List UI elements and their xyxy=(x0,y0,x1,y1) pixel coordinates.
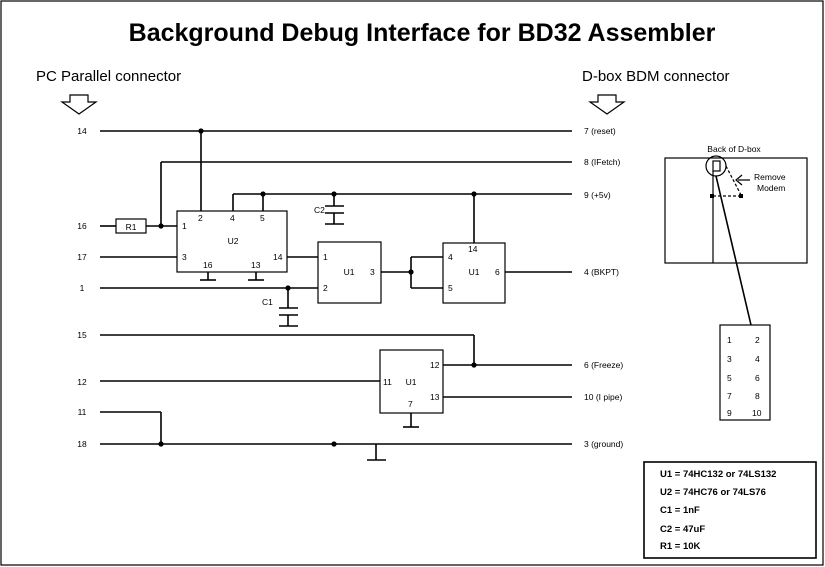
u1b-pin-label: 4 xyxy=(448,252,453,262)
connector-pin-label: 6 xyxy=(755,373,760,383)
u2-pin-label: 4 xyxy=(230,213,235,223)
right-pin-label: 3 (ground) xyxy=(584,439,623,449)
u1c-pin-label: 7 xyxy=(408,399,413,409)
left-header: PC Parallel connector xyxy=(36,68,181,85)
bdm-connector: 1 2 3 4 5 6 7 8 9 10 xyxy=(719,324,771,421)
dbox-caption: Back of D-box xyxy=(707,144,761,154)
u1c-pin-label: 11 xyxy=(383,377,392,387)
legend-entry: U2 = 74HC76 or 74LS76 xyxy=(660,487,766,498)
u1a-pin-label: 1 xyxy=(323,252,328,262)
connector-pin-label: 3 xyxy=(727,354,732,364)
u2-pin-label: 5 xyxy=(260,213,265,223)
r1-label: R1 xyxy=(126,222,137,232)
right-pin-label: 4 (BKPT) xyxy=(584,267,619,277)
right-pin-label: 7 (reset) xyxy=(584,126,616,136)
left-pin-label: 17 xyxy=(77,252,87,262)
right-pin-labels: 7 (reset) 8 (IFetch) 9 (+5v) 4 (BKPT) 6 … xyxy=(584,126,623,449)
connector-pin-label: 4 xyxy=(755,354,760,364)
connector-pin-label: 2 xyxy=(755,335,760,345)
page-title: Background Debug Interface for BD32 Asse… xyxy=(129,19,716,47)
u1c-label: U1 xyxy=(406,377,417,387)
parts-legend: U1 = 74HC132 or 74LS132 U2 = 74HC76 or 7… xyxy=(643,461,817,559)
remove-modem-label: Remove Modem xyxy=(754,172,788,193)
right-pin-label: 9 (+5v) xyxy=(584,190,611,200)
c2-capacitor: C2 xyxy=(314,205,344,225)
u1c-pin-label: 13 xyxy=(430,392,440,402)
legend-entry: C1 = 1nF xyxy=(660,505,700,516)
connector-pin-label: 1 xyxy=(727,335,732,345)
u1-gate-a: U1 1 2 3 xyxy=(317,241,382,304)
u1a-label: U1 xyxy=(344,267,355,277)
u1-gate-b: U1 14 4 5 6 xyxy=(442,242,506,304)
u2-pin-label: 1 xyxy=(182,221,187,231)
connector-pin-label: 7 xyxy=(727,391,732,401)
u1c-pin-label: 12 xyxy=(430,360,440,370)
u2-pin-label: 16 xyxy=(203,260,213,270)
r1-resistor xyxy=(115,218,147,234)
left-pin-labels: 14 16 17 1 15 12 11 18 xyxy=(77,126,87,449)
connector-pin-label: 5 xyxy=(727,373,732,383)
u1b-pin-label: 14 xyxy=(468,244,478,254)
u2-pin-label: 14 xyxy=(273,252,283,262)
left-pin-label: 18 xyxy=(77,439,87,449)
u1-gate-c: U1 12 11 13 7 xyxy=(379,349,444,414)
right-pin-label: 6 (Freeze) xyxy=(584,360,623,370)
legend-entry: C2 = 47uF xyxy=(660,524,705,535)
wires xyxy=(100,130,572,461)
left-pin-label: 1 xyxy=(80,283,85,293)
left-pin-label: 16 xyxy=(77,221,87,231)
c1-capacitor: C1 xyxy=(262,297,298,327)
legend-entry: R1 = 10K xyxy=(660,541,701,552)
dbox-back-view: Back of D-box Remove Modem xyxy=(664,144,808,326)
right-pin-label: 8 (IFetch) xyxy=(584,157,621,167)
connector-pin-label: 10 xyxy=(752,408,762,418)
u2-pin-label: 2 xyxy=(198,213,203,223)
u2-pin-label: 13 xyxy=(251,260,261,270)
connector-pin-label: 9 xyxy=(727,408,732,418)
u2-chip: U2 1 2 3 4 5 16 13 14 xyxy=(176,210,288,273)
legend-entry: U1 = 74HC132 or 74LS132 xyxy=(660,469,776,480)
right-header: D-box BDM connector xyxy=(582,68,730,85)
left-pin-label: 11 xyxy=(78,407,87,417)
u2-pin-label: 3 xyxy=(182,252,187,262)
u1b-label: U1 xyxy=(469,267,480,277)
connector-pin-label: 8 xyxy=(755,391,760,401)
u1a-pin-label: 3 xyxy=(370,267,375,277)
c1-label: C1 xyxy=(262,297,273,307)
u1b-pin-label: 6 xyxy=(495,267,500,277)
junction-dots xyxy=(158,128,477,447)
u1a-pin-label: 2 xyxy=(323,283,328,293)
c2-label: C2 xyxy=(314,205,325,215)
left-pin-label: 14 xyxy=(77,126,87,136)
right-connector-arrow-icon xyxy=(588,94,626,115)
left-pin-label: 15 xyxy=(77,330,87,340)
right-pin-label: 10 (I pipe) xyxy=(584,392,622,402)
u1b-pin-label: 5 xyxy=(448,283,453,293)
u2-label: U2 xyxy=(228,236,239,246)
left-connector-arrow-icon xyxy=(60,94,98,115)
left-pin-label: 12 xyxy=(77,377,87,387)
